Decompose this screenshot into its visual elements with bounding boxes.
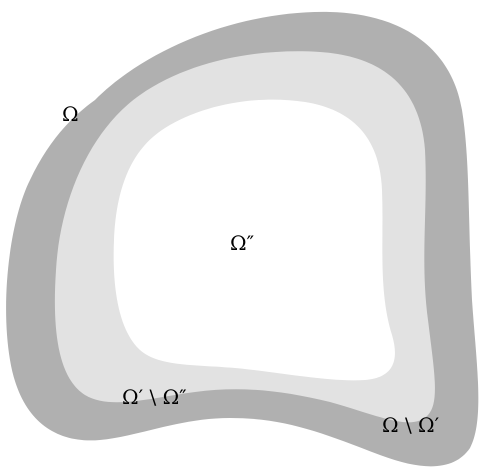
label-omega-minus-omega-prime: Ω \ Ω′ <box>382 413 440 437</box>
label-omega-double-prime: Ω″ <box>230 231 254 255</box>
region-omega-double-prime <box>113 99 395 381</box>
label-omega: Ω <box>62 102 79 126</box>
label-omega-prime-minus-omega-double-prime: Ω′ \ Ω″ <box>122 385 187 409</box>
